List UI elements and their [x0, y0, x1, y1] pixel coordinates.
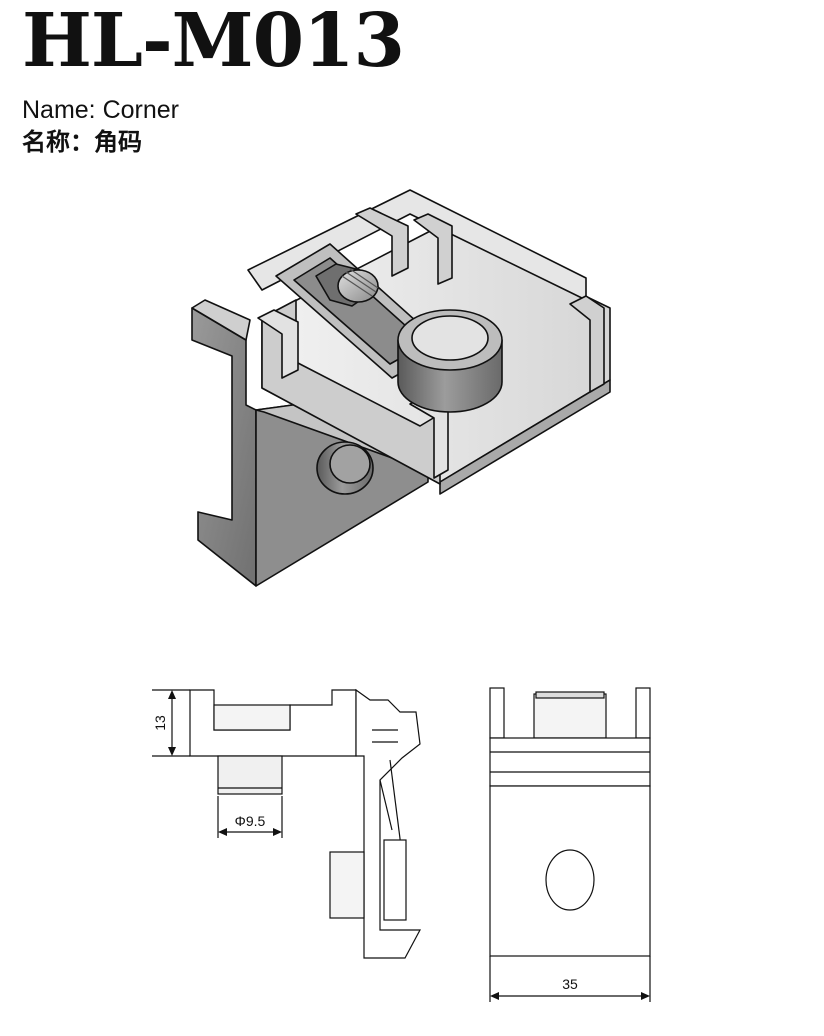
side-button-face — [329, 444, 371, 484]
vertical-leg-face — [191, 307, 257, 587]
prong-back-3 — [569, 295, 605, 393]
front-view-drawing — [489, 687, 651, 957]
vertical-leg-edge — [191, 299, 251, 341]
prong-back-2 — [413, 213, 453, 285]
name-chinese: 名称：角码 — [22, 128, 142, 156]
front-rail — [261, 299, 441, 485]
prong-front-1 — [257, 309, 299, 379]
name-english: Name: Corner — [22, 96, 179, 124]
diameter-label: Φ9.5 — [235, 813, 266, 829]
height-label: 13 — [152, 715, 168, 731]
height-dimension — [152, 689, 190, 757]
cylinder-top-face — [411, 315, 489, 361]
width-label: 35 — [562, 976, 578, 992]
width-dimension — [489, 956, 651, 1002]
base-plate-front — [439, 379, 611, 495]
model-title: HL-M013 — [22, 0, 405, 84]
prong-back-1 — [355, 207, 409, 277]
diameter-dimension — [217, 796, 283, 838]
side-view-drawing — [189, 688, 422, 959]
mounting-hole — [545, 849, 595, 911]
